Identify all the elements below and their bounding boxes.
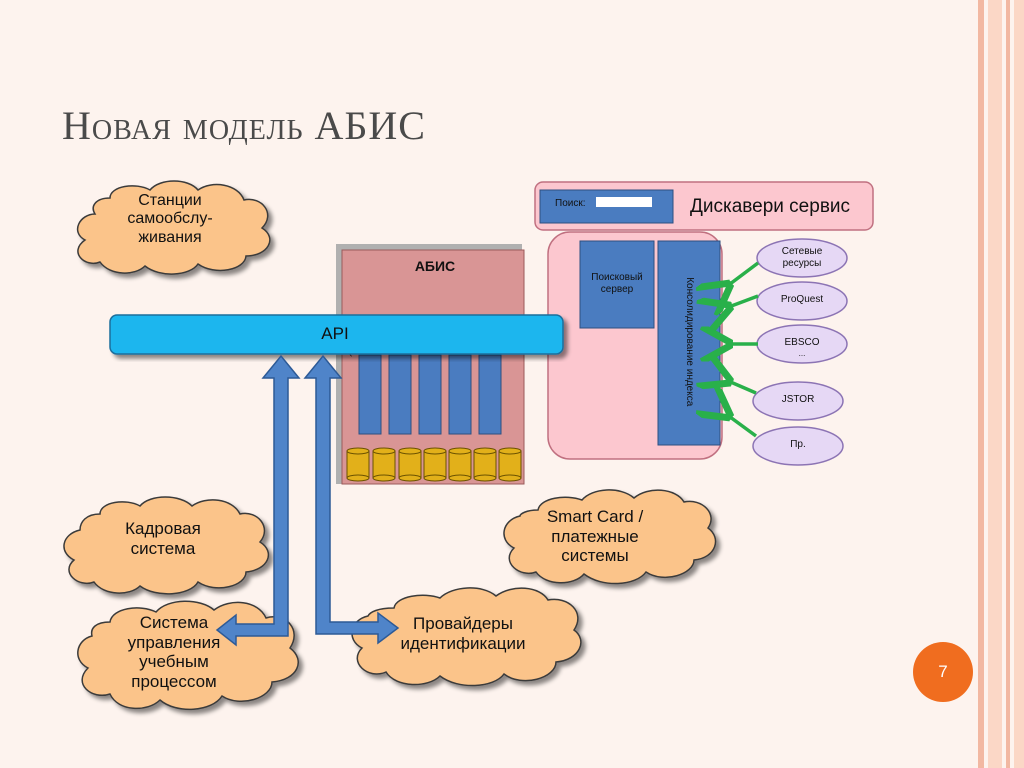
double-arrow-icon (303, 354, 400, 645)
decor-stripes (978, 0, 1024, 768)
source-label-network: Сетевые ресурсы (781, 246, 823, 269)
database-icon (498, 447, 522, 482)
source-oval (756, 238, 848, 278)
abis-label: АБИС (414, 258, 456, 274)
arrow-icon (726, 414, 758, 438)
arrow-icon (726, 294, 759, 308)
source-oval (752, 426, 844, 466)
discovery-title: Дискавери сервис (690, 196, 851, 217)
page-badge (913, 642, 973, 702)
search-input[interactable] (596, 197, 652, 207)
index-label: Консолидирование индекса (683, 277, 695, 407)
cloud-lms-label: Система управления учебным процессом (127, 613, 221, 691)
abis-module (448, 354, 472, 435)
database-icon (473, 447, 497, 482)
search-server-box (579, 240, 655, 329)
arrow-icon (726, 380, 757, 395)
api-label: API (321, 324, 349, 343)
cloud-shape (503, 489, 717, 585)
abis-module (418, 354, 442, 435)
database-icon (346, 447, 370, 482)
cloud-idp-label: Провайдеры идентификации (400, 614, 526, 653)
database-icon (423, 447, 447, 482)
database-icon (448, 447, 472, 482)
abis-module (388, 354, 412, 435)
cloud-shape (76, 180, 271, 275)
green-arrows (726, 261, 760, 438)
double-arrow-icon (215, 354, 301, 647)
abis-module (358, 354, 382, 435)
blue-arrows (215, 354, 400, 647)
source-label-ebsco: EBSCO (784, 337, 820, 348)
source-oval (752, 381, 844, 421)
cloud-smartcard-label: Smart Card / платежные системы (546, 507, 644, 566)
source-label-jstor: JSTOR (781, 394, 815, 405)
abis-backtick: ` (349, 354, 353, 366)
database-icon (398, 447, 422, 482)
abis-module (478, 354, 502, 435)
source-label-proquest: ProQuest (780, 294, 824, 305)
slide-title: Новая модель АБИС (62, 103, 426, 148)
cloud-shape (351, 587, 582, 687)
api-bar (109, 314, 564, 355)
source-ovals (752, 238, 848, 466)
clouds (63, 180, 717, 711)
search-label: Поиск: (555, 198, 586, 209)
source-oval (756, 281, 848, 321)
source-label-other: Пр. (790, 439, 806, 450)
database-icon (372, 447, 396, 482)
cloud-hr-label: Кадровая система (125, 519, 201, 558)
arrow-icon (726, 261, 760, 287)
source-ebsco-dots: ... (798, 349, 806, 358)
database-cylinders (346, 447, 522, 482)
cloud-stations-label: Станции самообслу-живания (127, 192, 213, 246)
page-number: 7 (938, 662, 948, 681)
search-server-label: Поисковый сервер (591, 272, 643, 295)
abis-modules (358, 354, 502, 435)
cloud-shape (63, 496, 270, 595)
